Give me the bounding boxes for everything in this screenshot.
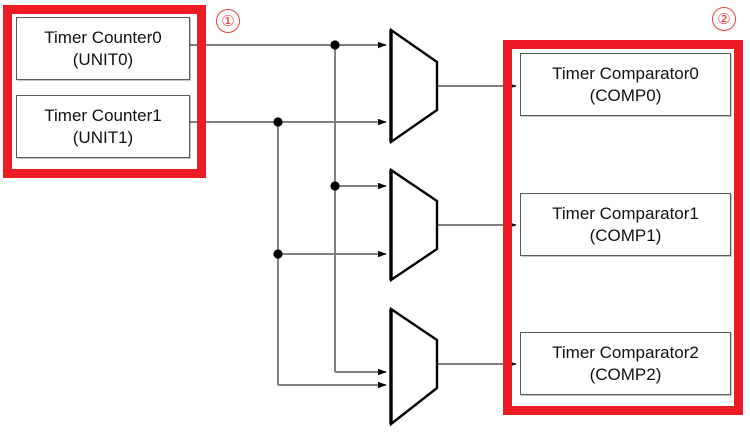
wire-junctions	[273, 40, 340, 259]
timer-counter1-title: Timer Counter1	[44, 105, 162, 125]
callout-marker-1: ①	[216, 9, 240, 33]
timer-comparator2-subtitle: (COMP2)	[589, 364, 662, 384]
timer-comparator2-title: Timer Comparator2	[552, 342, 699, 362]
timer-comparator2-block: Timer Comparator2 (COMP2)	[520, 332, 731, 395]
timer-comparator0-subtitle: (COMP0)	[589, 85, 662, 105]
mux-comp1-shape	[389, 167, 439, 283]
timer-comparator-group-frame	[503, 40, 743, 415]
callout-marker-2: ②	[712, 7, 736, 31]
junction-unit1-mid	[273, 249, 283, 259]
timer-counter-group-frame	[3, 5, 206, 178]
junction-unit0-top	[330, 40, 340, 50]
timer-counter0-subtitle: (UNIT0)	[72, 49, 134, 69]
timer-counter0-title: Timer Counter0	[44, 27, 162, 47]
mux-comp2-shape	[389, 306, 439, 427]
junction-unit0-mid	[330, 181, 340, 191]
timer-comparator1-title: Timer Comparator1	[552, 203, 699, 223]
timer-counter1-block: Timer Counter1 (UNIT1)	[16, 95, 190, 158]
timer-comparator0-title: Timer Comparator0	[552, 63, 699, 83]
timer-comparator1-subtitle: (COMP1)	[589, 225, 662, 245]
timer-counter1-subtitle: (UNIT1)	[72, 127, 134, 147]
timer-counter0-block: Timer Counter0 (UNIT0)	[16, 17, 190, 80]
junction-unit1-top	[273, 117, 283, 127]
mux-comp0-shape	[389, 27, 439, 145]
timer-comparator1-block: Timer Comparator1 (COMP1)	[520, 193, 731, 256]
timer-comparator0-block: Timer Comparator0 (COMP0)	[520, 53, 731, 116]
